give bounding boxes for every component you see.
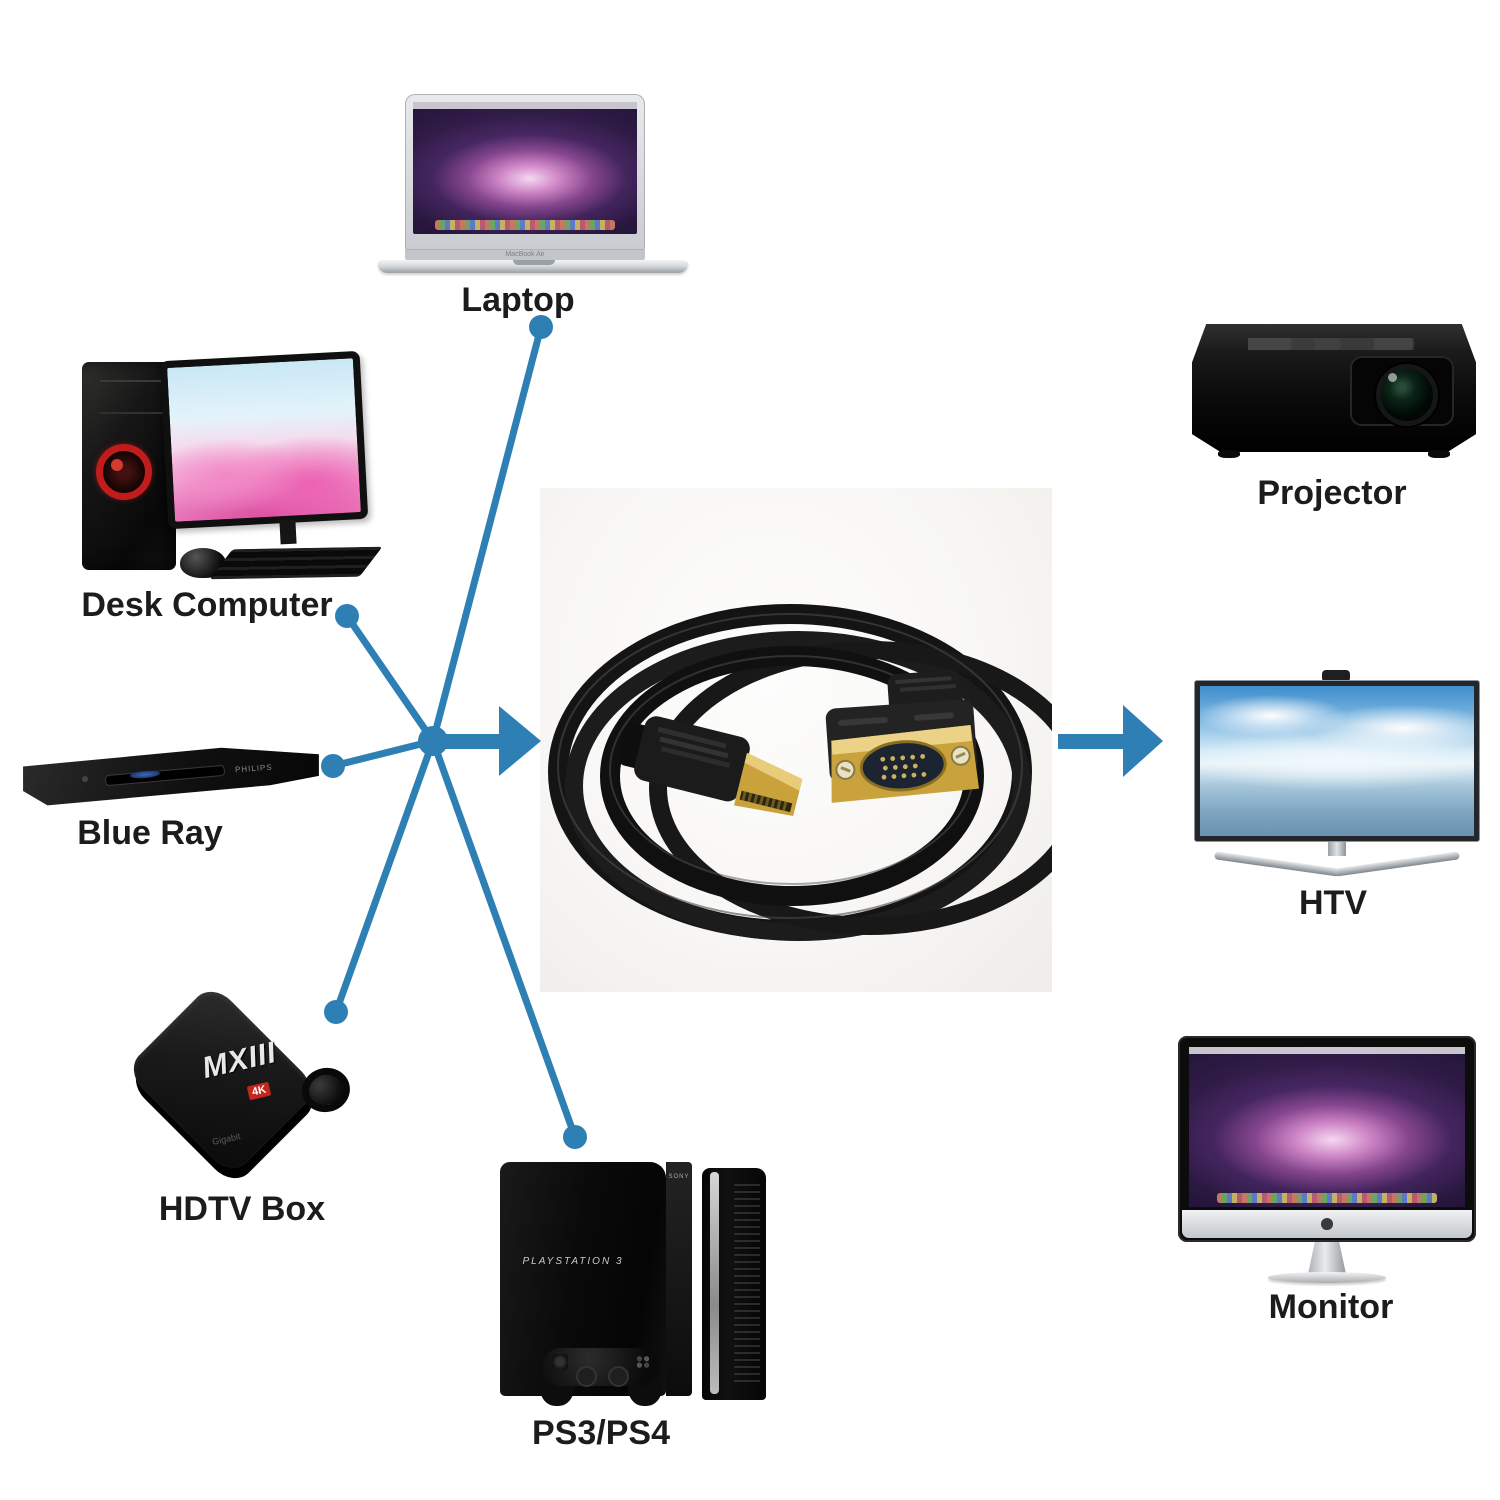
desk-computer-node bbox=[72, 350, 383, 582]
htv-node bbox=[1192, 668, 1484, 882]
line-hdtv-box bbox=[332, 737, 437, 1016]
hub-dot bbox=[418, 726, 448, 756]
ps3-logo-text: PLAYSTATION 3 bbox=[522, 1256, 624, 1267]
tv-stand-neck bbox=[1328, 842, 1346, 856]
laptop-menubar bbox=[413, 102, 637, 109]
monitor-node bbox=[1178, 1036, 1478, 1288]
vga-connector bbox=[825, 670, 980, 803]
desktop-monitor-stand bbox=[279, 519, 297, 545]
tv-camera-icon bbox=[1322, 670, 1350, 682]
projector-label: Projector bbox=[1257, 474, 1407, 512]
blue-ray-label: Blue Ray bbox=[77, 814, 223, 852]
monitor-menubar bbox=[1189, 1047, 1465, 1054]
htv-label: HTV bbox=[1299, 884, 1367, 922]
hdmi-to-vga-cable-photo bbox=[540, 488, 1052, 992]
desktop-monitor bbox=[159, 350, 369, 530]
ps3-disc-slot bbox=[710, 1172, 719, 1394]
arrow-to-displays-icon bbox=[1058, 705, 1163, 777]
line-laptop bbox=[429, 323, 545, 745]
tv-stand-leg-right bbox=[1334, 851, 1460, 877]
controller-dpad-icon bbox=[552, 1354, 568, 1370]
ps3-side-strip bbox=[666, 1162, 692, 1396]
tv-stand-leg-left bbox=[1214, 851, 1340, 877]
endpoint-desk-computer bbox=[335, 604, 359, 628]
projector-node bbox=[1192, 316, 1480, 466]
controller-stick-right bbox=[608, 1366, 629, 1387]
projector-controls bbox=[1248, 338, 1418, 350]
laptop-brand-text: MacBook Air bbox=[405, 250, 645, 260]
ps3-brand-text: SONY bbox=[668, 1174, 690, 1180]
monitor-screen bbox=[1189, 1047, 1465, 1207]
ps3-ps4-node: PLAYSTATION 3 SONY bbox=[490, 1152, 785, 1420]
laptop-screen bbox=[413, 102, 637, 234]
tower-fan-core bbox=[111, 459, 123, 471]
ps3-ps4-label: PS3/PS4 bbox=[532, 1414, 670, 1452]
projector-lens-icon bbox=[1376, 364, 1438, 426]
keyboard bbox=[209, 546, 383, 580]
projector-foot-right bbox=[1428, 450, 1450, 458]
laptop-label: Laptop bbox=[461, 281, 575, 319]
desk-computer-label: Desk Computer bbox=[81, 586, 333, 624]
line-blue-ray bbox=[329, 737, 437, 770]
laptop-node: MacBook Air bbox=[378, 88, 690, 278]
desktop-monitor-screen bbox=[167, 358, 361, 522]
tv-frame bbox=[1194, 680, 1480, 842]
monitor-label: Monitor bbox=[1268, 1288, 1394, 1326]
laptop-notch bbox=[513, 260, 555, 265]
monitor-stand-base bbox=[1268, 1272, 1386, 1283]
endpoint-ps3 bbox=[563, 1125, 587, 1149]
monitor-stand-neck bbox=[1308, 1242, 1346, 1274]
arrow-into-cable-icon bbox=[433, 706, 541, 776]
controller-stick-left bbox=[576, 1366, 597, 1387]
line-desk-computer bbox=[343, 612, 437, 745]
controller-buttons-icon bbox=[634, 1354, 652, 1370]
cable-coil-art bbox=[548, 604, 1052, 941]
tower-fan-icon bbox=[96, 444, 152, 500]
ps3-vents bbox=[734, 1182, 760, 1382]
apple-logo-icon bbox=[1321, 1218, 1333, 1230]
blue-ray-node: PHILIPS bbox=[20, 742, 325, 820]
monitor-dock-icons bbox=[1216, 1193, 1438, 1203]
hdtv-box-label: HDTV Box bbox=[158, 1190, 326, 1228]
tower-drive-bays bbox=[100, 380, 170, 414]
laptop-screen-bezel bbox=[405, 94, 645, 250]
projector-foot-left bbox=[1218, 450, 1240, 458]
projector-lens-glint bbox=[1388, 373, 1397, 382]
laptop-base bbox=[378, 260, 688, 273]
tv-screen bbox=[1200, 686, 1474, 836]
laptop-dock-icons bbox=[435, 220, 615, 230]
hdtv-box-node: MXIII 4K Gigabit bbox=[124, 982, 375, 1197]
hdmi-connector bbox=[618, 716, 803, 816]
power-button-icon bbox=[82, 776, 88, 782]
